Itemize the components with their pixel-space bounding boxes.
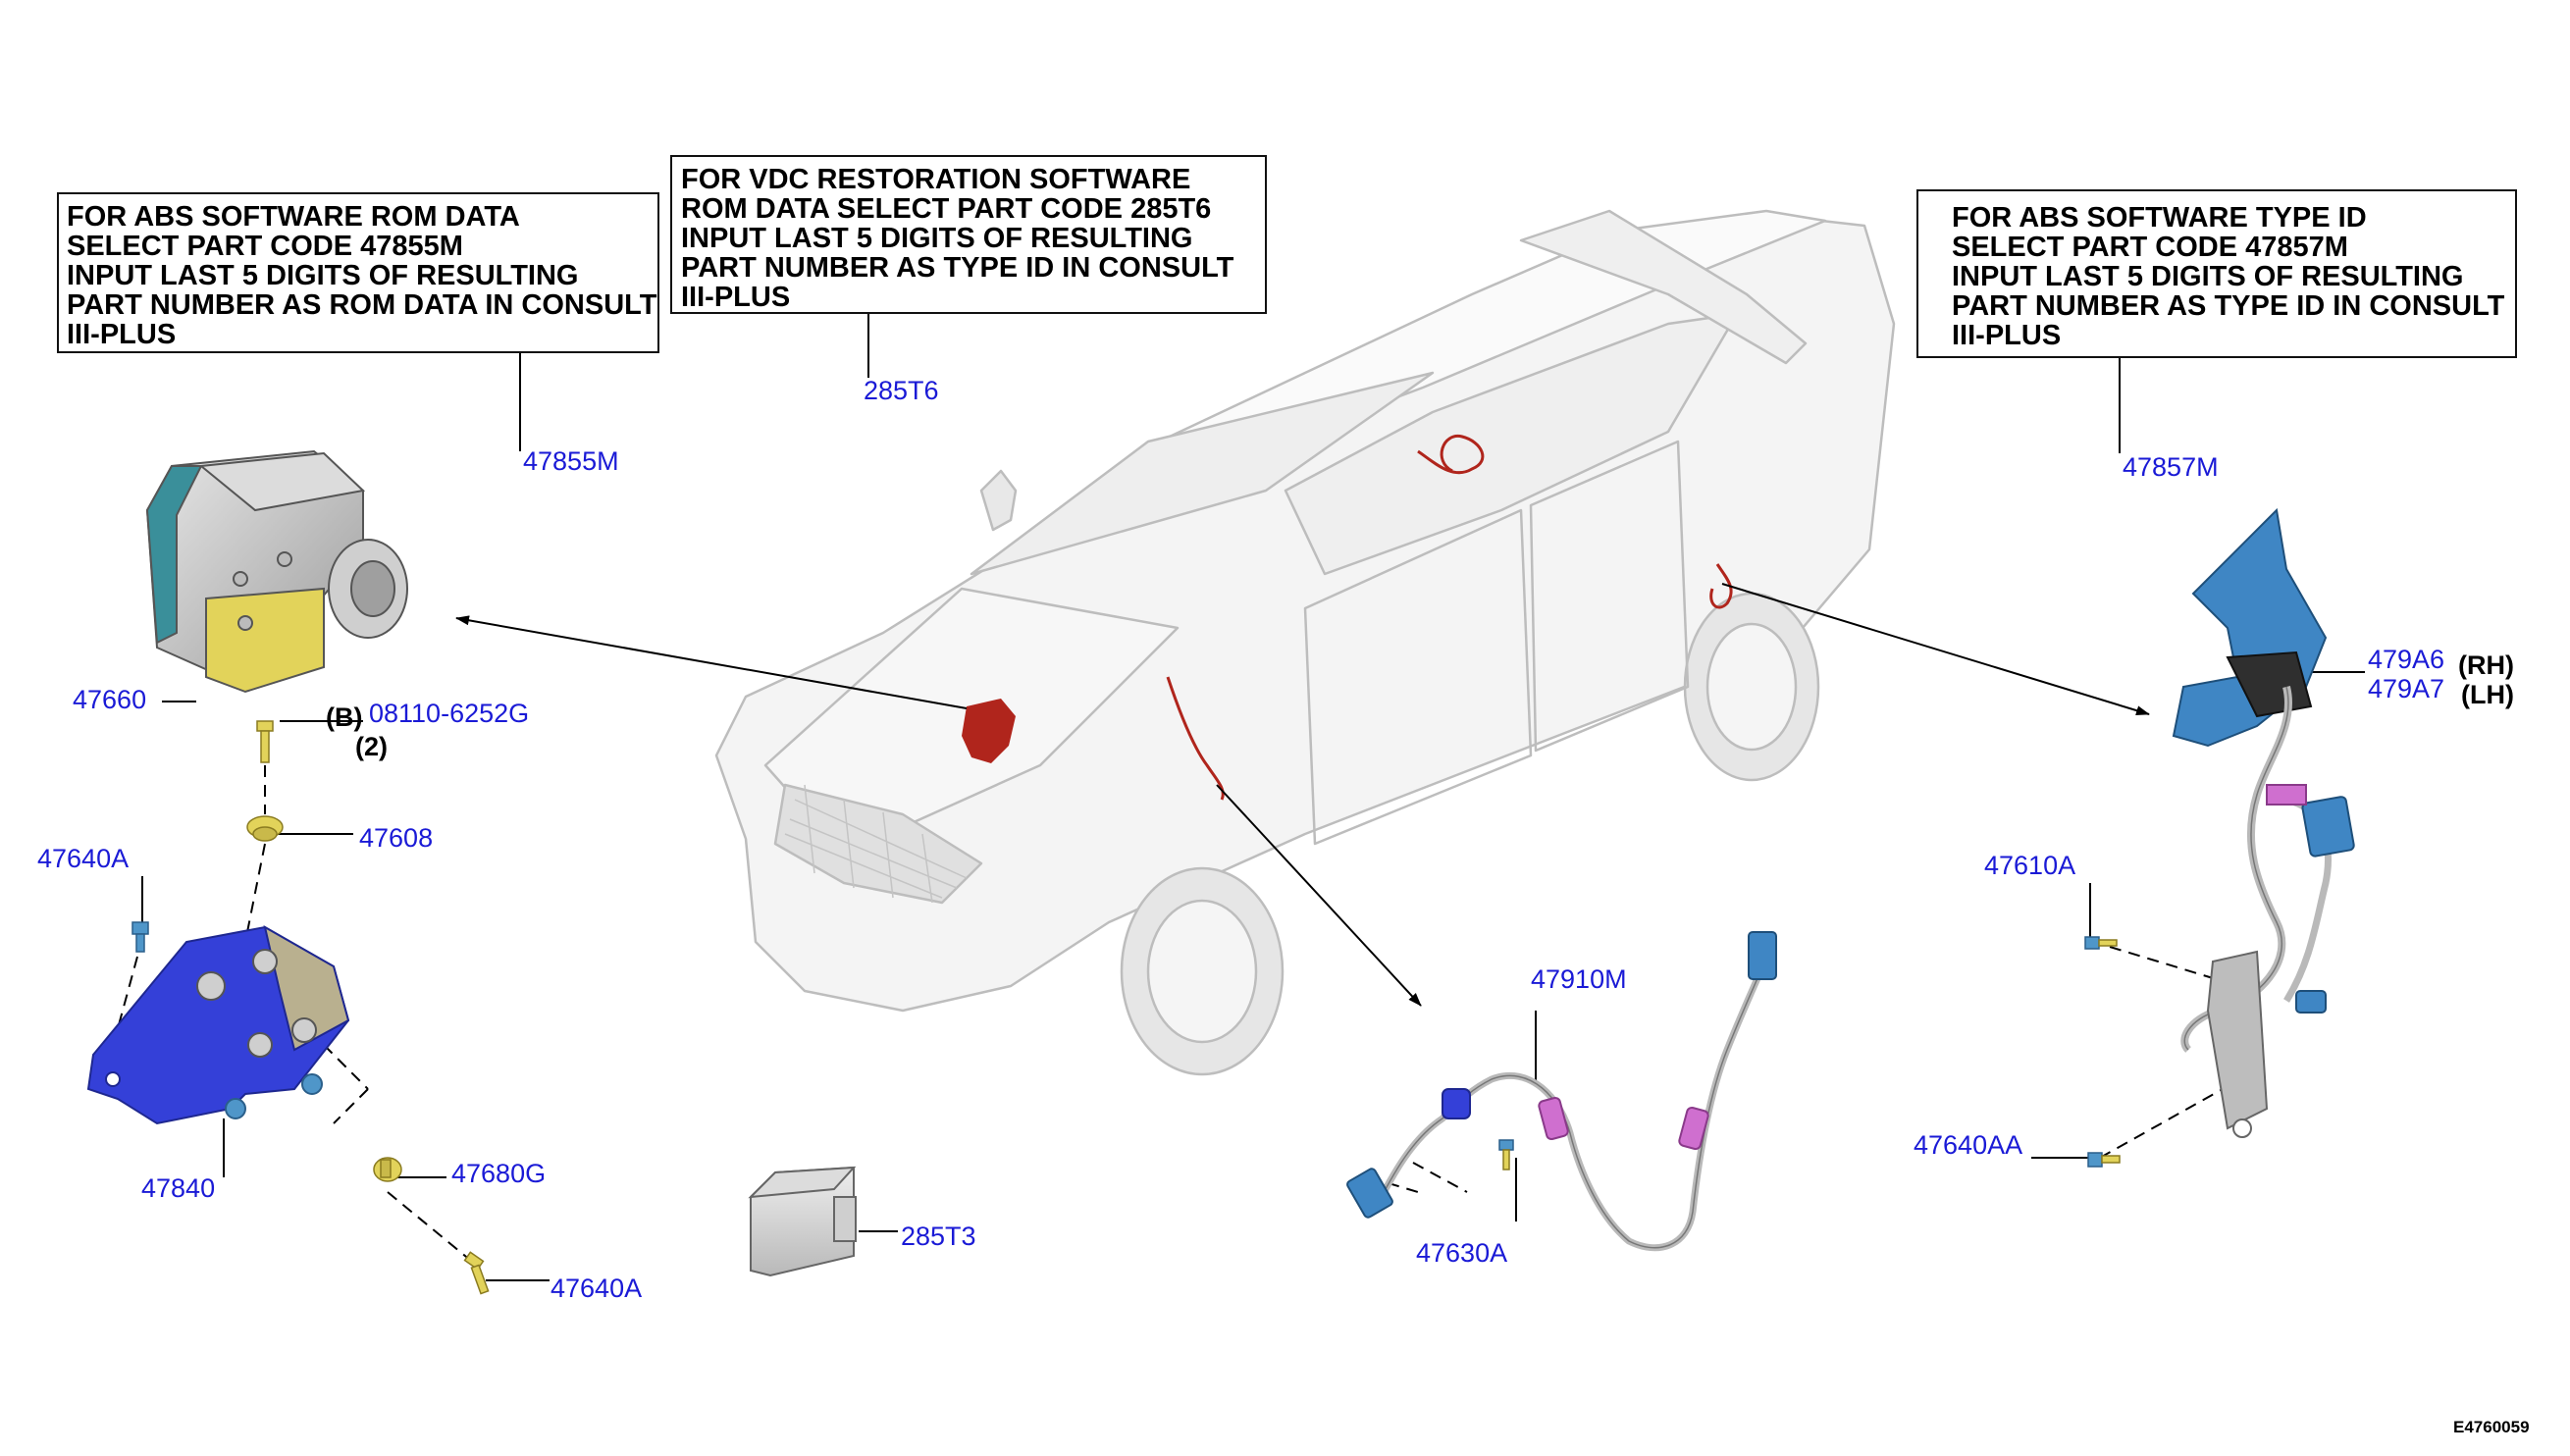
rear-wheel-speed-sensor-icon bbox=[2172, 507, 2355, 1138]
note-line: FOR VDC RESTORATION SOFTWARE bbox=[681, 164, 1191, 195]
note-line: PART NUMBER AS TYPE ID IN CONSULT bbox=[681, 252, 1234, 284]
callout-08110-6252g[interactable]: 08110-6252G bbox=[369, 699, 530, 728]
qualifier-lh: (LH) bbox=[2461, 680, 2514, 709]
note-line: SELECT PART CODE 47855M bbox=[67, 231, 463, 262]
vdc-note: FOR VDC RESTORATION SOFTWARE ROM DATA SE… bbox=[670, 155, 1267, 314]
qualifier-rh: (RH) bbox=[2458, 650, 2514, 680]
callout-47660[interactable]: 47660 bbox=[73, 685, 147, 714]
callout-479a7[interactable]: 479A7 bbox=[2368, 674, 2445, 703]
callout-47630a[interactable]: 47630A bbox=[1416, 1238, 1508, 1268]
qualifier-qty-2: (2) bbox=[355, 732, 388, 761]
callout-47640a-left[interactable]: 47640A bbox=[37, 844, 130, 873]
note-line: INPUT LAST 5 DIGITS OF RESULTING bbox=[681, 223, 1193, 254]
front-wheel-speed-sensor-icon bbox=[1346, 931, 1777, 1252]
note-line: III-PLUS bbox=[1952, 320, 2062, 351]
vdc-control-unit-icon bbox=[748, 1166, 857, 1277]
abs-bracket-icon bbox=[86, 924, 350, 1125]
callout-47855m[interactable]: 47855M bbox=[523, 446, 619, 476]
note-line: INPUT LAST 5 DIGITS OF RESULTING bbox=[67, 260, 579, 291]
pointer-arrows bbox=[455, 583, 2150, 1007]
note-line: PART NUMBER AS TYPE ID IN CONSULT bbox=[1952, 290, 2505, 322]
abs-location-marker bbox=[962, 699, 1016, 763]
abs-rom-note: FOR ABS SOFTWARE ROM DATA SELECT PART CO… bbox=[57, 192, 659, 353]
figure-id: E4760059 bbox=[2453, 1418, 2530, 1436]
note-line: ROM DATA SELECT PART CODE 285T6 bbox=[681, 193, 1212, 225]
callout-47608[interactable]: 47608 bbox=[359, 823, 434, 853]
callout-47640a-bottom[interactable]: 47640A bbox=[551, 1274, 643, 1303]
grommet-47608-icon bbox=[246, 815, 284, 842]
bolt-08110-icon bbox=[256, 720, 274, 763]
callout-285t6[interactable]: 285T6 bbox=[864, 376, 939, 405]
callout-47857m[interactable]: 47857M bbox=[2123, 452, 2219, 482]
bolt-47610a-icon bbox=[2084, 936, 2118, 950]
bolt-47640aa-icon bbox=[2087, 1152, 2121, 1168]
qualifier-b: (B) bbox=[326, 702, 363, 732]
note-line: SELECT PART CODE 47857M bbox=[1952, 232, 2348, 263]
note-line: FOR ABS SOFTWARE TYPE ID bbox=[1952, 202, 2367, 234]
grommet-47680g-icon bbox=[373, 1157, 402, 1182]
note-line: FOR ABS SOFTWARE ROM DATA bbox=[67, 201, 520, 233]
callout-479a6[interactable]: 479A6 bbox=[2368, 645, 2445, 674]
bolt-47630a-icon bbox=[1498, 1139, 1514, 1170]
callout-285t3[interactable]: 285T3 bbox=[901, 1222, 976, 1251]
note-line: III-PLUS bbox=[681, 282, 791, 313]
note-line: INPUT LAST 5 DIGITS OF RESULTING bbox=[1952, 261, 2464, 292]
callout-47840[interactable]: 47840 bbox=[141, 1173, 216, 1203]
bolt-47640a-bottom-icon bbox=[463, 1251, 490, 1295]
callout-47680g[interactable]: 47680G bbox=[451, 1159, 547, 1188]
note-line: PART NUMBER AS ROM DATA IN CONSULT bbox=[67, 289, 657, 321]
callout-47640aa[interactable]: 47640AA bbox=[1914, 1130, 2023, 1160]
abs-type-note: FOR ABS SOFTWARE TYPE ID SELECT PART COD… bbox=[1916, 189, 2517, 358]
callout-47910m[interactable]: 47910M bbox=[1531, 964, 1627, 994]
callout-47610a[interactable]: 47610A bbox=[1984, 851, 2076, 880]
bolt-47640a-left-icon bbox=[131, 921, 149, 953]
note-line: III-PLUS bbox=[67, 319, 177, 350]
abs-actuator-unit-icon bbox=[145, 449, 408, 694]
car-body-icon bbox=[714, 209, 1896, 1076]
leader-lines bbox=[141, 314, 2365, 1281]
